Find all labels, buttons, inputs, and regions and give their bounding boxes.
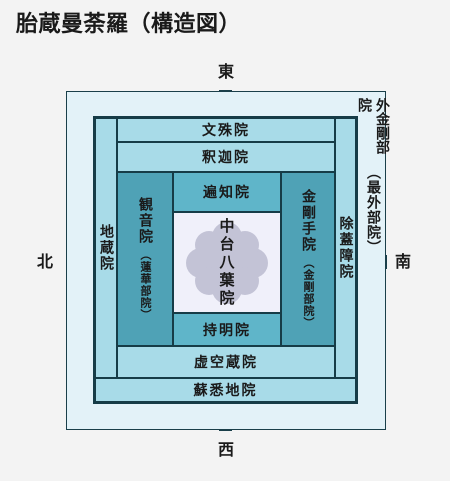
- page-title: 胎蔵曼荼羅（構造図）: [16, 11, 242, 37]
- direction-south: 南: [394, 252, 411, 271]
- kannon-alt-label: （蓮華部院）: [139, 249, 152, 321]
- kannon-label: 観音院: [137, 197, 153, 245]
- jimyo-hall: 持明院: [173, 313, 281, 346]
- jogaisho-label: 除蓋障院: [337, 216, 354, 280]
- soshitsuji-hall: 蘇悉地院: [95, 378, 356, 402]
- henchi-hall: 遍知院: [173, 172, 281, 212]
- monju-hall: 文殊院: [117, 118, 335, 142]
- chudai-label: 中台八葉院: [217, 217, 236, 308]
- outer-region-alt: （最外部院）: [365, 164, 381, 255]
- jogaisho-hall: 除蓋障院: [335, 118, 356, 378]
- kokuzo-hall: 虚空蔵院: [117, 346, 335, 378]
- lotus-icon: [186, 222, 268, 304]
- kongoshu-label: 金剛手院: [300, 189, 316, 253]
- outer-region-name: 外金剛部院: [356, 98, 390, 154]
- kongoshu-hall: 金剛手院 （金剛部院）: [281, 172, 335, 346]
- outer-region-label: 外金剛部院 （最外部院）: [356, 98, 390, 255]
- direction-west: 西: [217, 440, 234, 459]
- jizo-label: 地蔵院: [98, 224, 114, 272]
- kannon-hall: 観音院 （蓮華部院）: [117, 172, 173, 346]
- shaka-hall: 釈迦院: [117, 142, 335, 172]
- direction-north: 北: [36, 252, 53, 271]
- jizo-hall: 地蔵院: [95, 118, 117, 378]
- direction-east: 東: [217, 62, 234, 81]
- chudai-hachiyo-hall: 中台八葉院: [173, 212, 281, 313]
- kongoshu-alt-label: （金剛部院）: [302, 257, 315, 329]
